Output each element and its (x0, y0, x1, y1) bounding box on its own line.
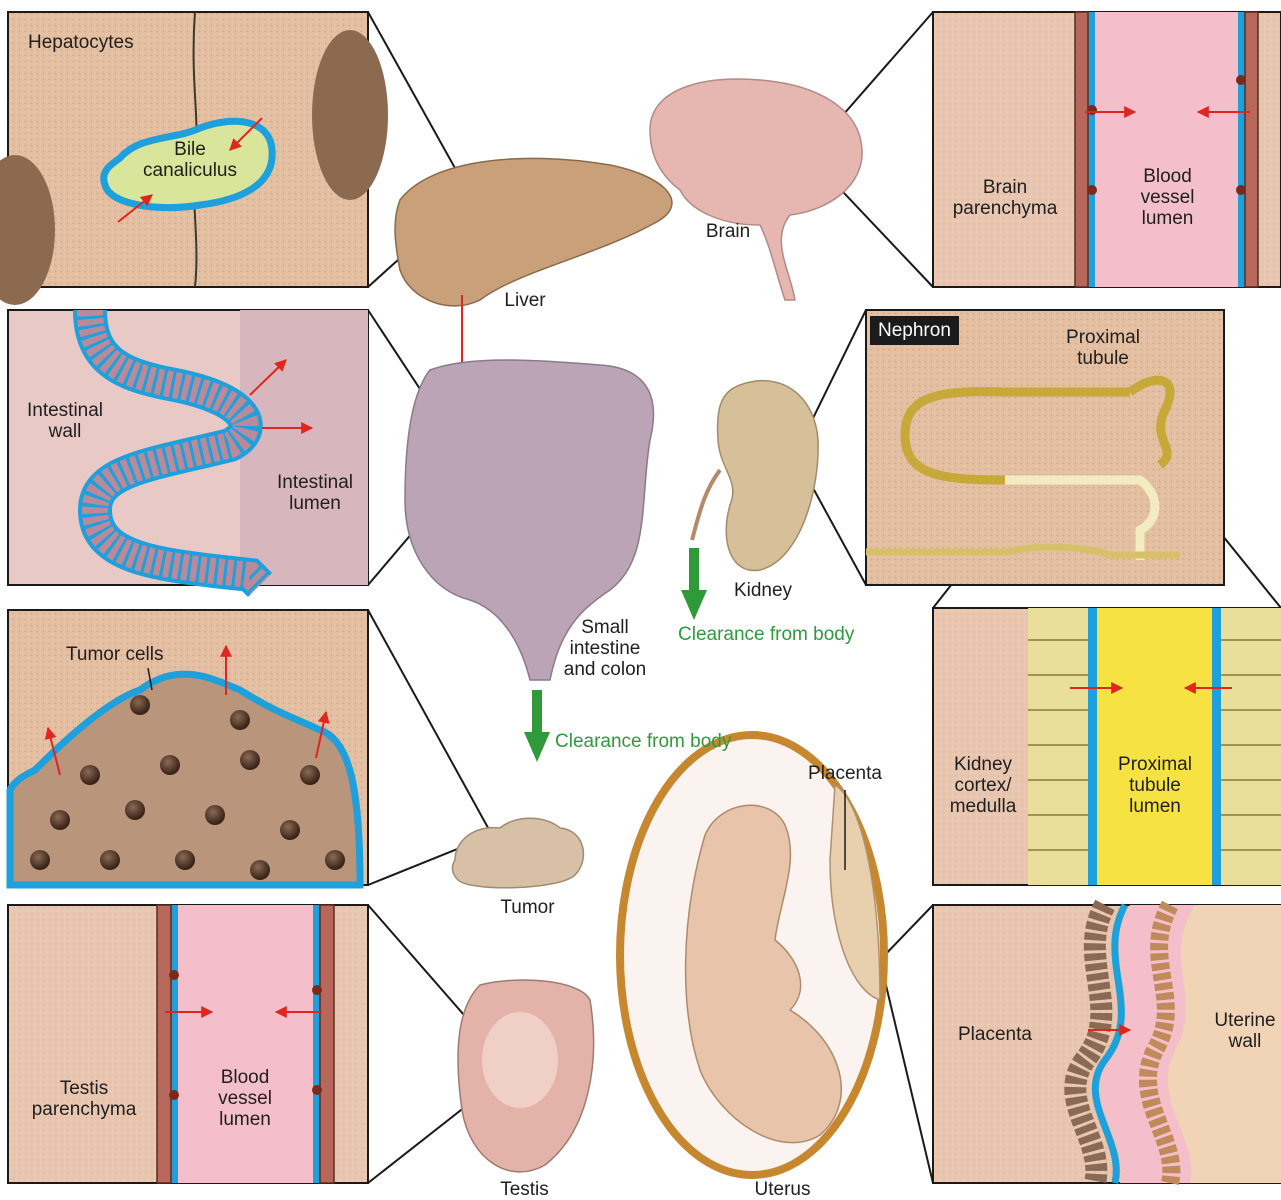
testis-parenchyma-label: Testis parenchyma (14, 1078, 154, 1120)
kidney-cortex-label: Kidney cortex/ medulla (938, 754, 1028, 817)
uterus-label: Uterus (745, 1179, 820, 1200)
nephron-tag: Nephron (870, 316, 959, 345)
intestinal-lumen-label: Intestinal lumen (265, 472, 365, 514)
bile-canaliculus-label: Bile canaliculus (130, 139, 250, 181)
placenta-organ-label: Placenta (800, 763, 890, 784)
proximal-tubule-label: Proximal tubule (1048, 327, 1158, 369)
brain-lumen-label: Blood vessel lumen (1110, 166, 1225, 229)
panel-tumor (8, 610, 368, 885)
hepatocyte-nucleus (312, 30, 388, 200)
panel-nephron (866, 310, 1224, 585)
tumor-cells-label: Tumor cells (66, 644, 163, 665)
clearance-kidney-label: Clearance from body (678, 624, 854, 645)
organ-kidney (692, 381, 818, 571)
panel-kidney-tubule (933, 608, 1281, 885)
brain-label: Brain (698, 221, 758, 242)
organ-testis (458, 980, 594, 1172)
brain-parenchyma-label: Brain parenchyma (945, 177, 1065, 219)
liver-label: Liver (495, 290, 555, 311)
tubule-lumen-label: Proximal tubule lumen (1100, 754, 1210, 817)
kidney-label: Kidney (728, 580, 798, 601)
tumor-label: Tumor (490, 897, 565, 918)
testis-label: Testis (492, 1179, 557, 1200)
organ-uterus (620, 735, 884, 1175)
hepatocytes-label: Hepatocytes (28, 32, 134, 53)
organ-liver (395, 158, 672, 380)
intestinal-wall-label: Intestinal wall (15, 400, 115, 442)
clearance-gut-label: Clearance from body (555, 731, 731, 752)
organ-tumor (452, 818, 583, 888)
panel-intestine (8, 310, 368, 585)
placenta-tissue-label: Placenta (958, 1024, 1032, 1045)
intestine-label: Small intestine and colon (555, 617, 655, 680)
uterine-wall-label: Uterine wall (1205, 1010, 1281, 1052)
organ-brain (650, 79, 862, 300)
testis-lumen-label: Blood vessel lumen (190, 1067, 300, 1130)
panel-brain-vessel (933, 12, 1281, 287)
panel-testis-vessel (8, 905, 368, 1183)
